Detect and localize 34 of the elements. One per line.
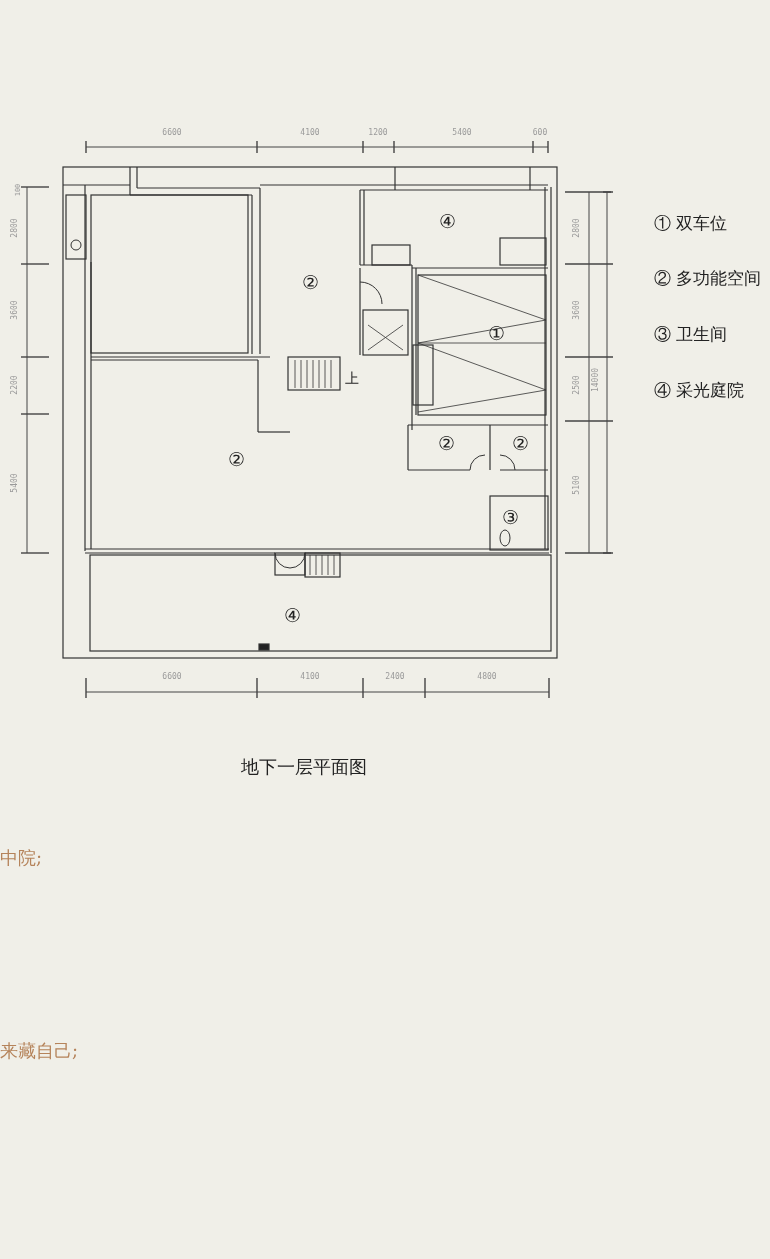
- dimension-label: 2200: [11, 375, 19, 395]
- stair-direction-label: 上: [345, 371, 359, 385]
- body-text: 来藏自己;: [0, 1042, 79, 1060]
- room-number: ②: [227, 449, 245, 469]
- dimension-label: 6600: [162, 129, 182, 137]
- dimension-label: 600: [532, 129, 548, 137]
- room-number: ④: [283, 605, 301, 625]
- dimension-label: 2800: [11, 218, 19, 238]
- dimension-label: 2500: [573, 375, 581, 395]
- legend-item: ③ 卫生间: [654, 325, 728, 343]
- dimension-label: 5400: [452, 129, 472, 137]
- dimension-label: 4100: [300, 673, 320, 681]
- dimension-label: 2800: [573, 218, 581, 238]
- room-number: ②: [511, 433, 529, 453]
- room-number: ①: [487, 323, 505, 343]
- room-number: ④: [438, 211, 456, 231]
- dimension-label: 5100: [573, 475, 581, 495]
- dimension-label: 6600: [162, 673, 182, 681]
- dimension-label: 5400: [11, 473, 19, 493]
- dimension-label: 3600: [573, 300, 581, 320]
- dimension-label: 4100: [300, 129, 320, 137]
- dimension-label: 14000: [592, 367, 600, 393]
- room-number: ②: [301, 272, 319, 292]
- legend-item: ① 双车位: [654, 214, 728, 232]
- body-text: 中院;: [0, 849, 43, 867]
- dimension-label: 4800: [477, 673, 497, 681]
- legend-item: ④ 采光庭院: [654, 381, 745, 399]
- legend-item: ② 多功能空间: [654, 269, 762, 287]
- dimension-label: 2400: [385, 673, 405, 681]
- dimension-label: 1200: [368, 129, 388, 137]
- drawing-caption: 地下一层平面图: [241, 758, 367, 776]
- room-number: ②: [437, 433, 455, 453]
- dimension-label: 3600: [11, 300, 19, 320]
- room-number: ③: [501, 507, 519, 527]
